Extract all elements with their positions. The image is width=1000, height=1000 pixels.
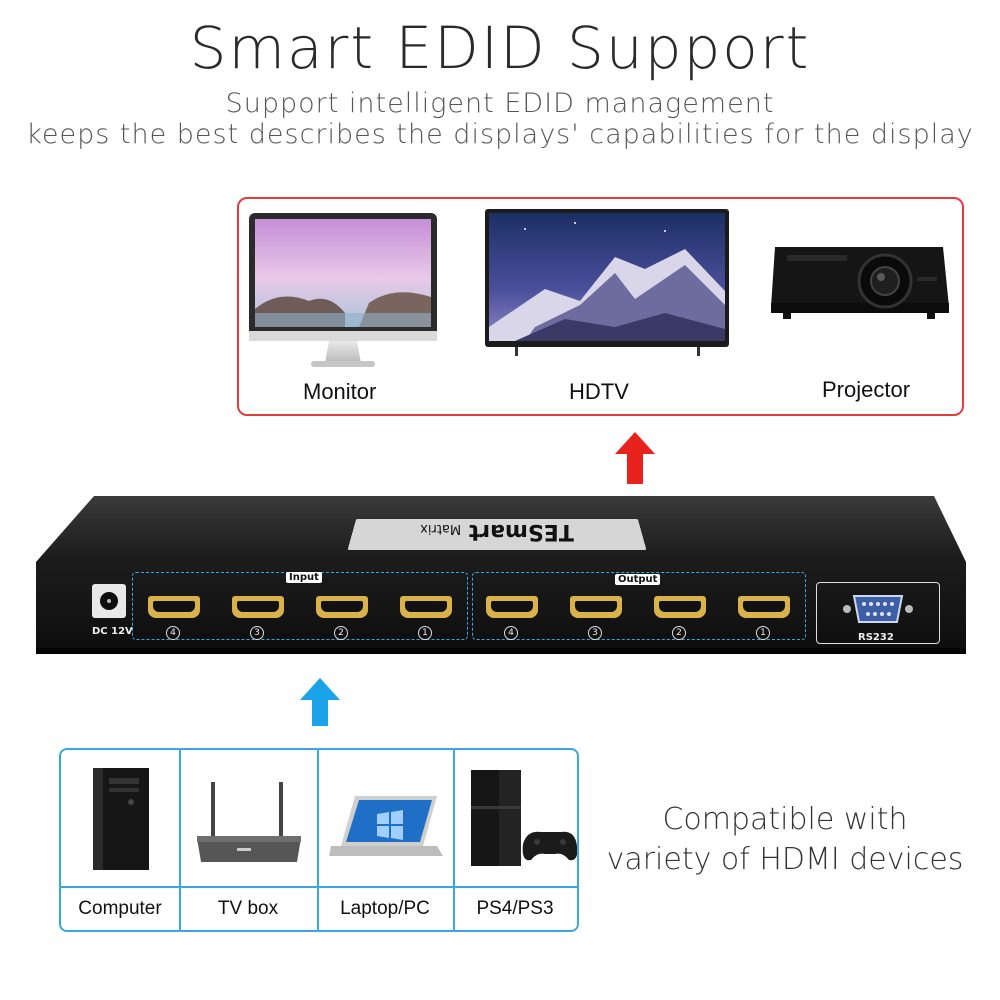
hdmi-socket-icon — [491, 601, 533, 612]
hdmi-socket-icon — [153, 601, 195, 612]
output-port-number: 2 — [672, 626, 686, 640]
source-label-tv-box: TV box — [217, 898, 279, 919]
input-port-number: 3 — [250, 626, 264, 640]
hdmi-socket-icon — [575, 601, 617, 612]
tv-box-icon — [197, 782, 301, 862]
input-hdmi-port-4 — [148, 596, 200, 618]
subtitle-line-1: Support intelligent EDID management — [225, 88, 775, 119]
power-label: DC 12V — [92, 626, 133, 637]
source-label-computer: Computer — [78, 898, 162, 919]
output-port-number: 3 — [588, 626, 602, 640]
monitor-icon — [249, 213, 437, 367]
brand-text: TESmart Matrix — [372, 519, 622, 544]
sources-panel: Computer TV box Laptop/PC PS4/PS3 — [59, 748, 579, 932]
source-label-console: PS4/PS3 — [476, 898, 554, 919]
display-label-projector: Projector — [822, 377, 911, 402]
tv-icon — [485, 209, 729, 356]
output-hdmi-port-1 — [738, 596, 790, 618]
subtitle-line-2: keeps the best describes the displays' c… — [26, 119, 974, 150]
compat-line-1: Compatible with — [662, 802, 908, 837]
serial-port-icon — [843, 595, 913, 623]
divider — [453, 750, 455, 930]
hdmi-socket-icon — [659, 601, 701, 612]
input-port-number: 2 — [334, 626, 348, 640]
input-hdmi-port-3 — [232, 596, 284, 618]
compat-line-2: variety of HDMI devices — [606, 842, 964, 877]
divider — [179, 750, 181, 930]
brand-name: TESmart — [468, 519, 574, 544]
serial-label: RS232 — [858, 632, 894, 643]
input-port-number: 4 — [166, 626, 180, 640]
game-console-icon — [471, 770, 577, 866]
display-label-monitor: Monitor — [303, 379, 377, 404]
display-label-hdtv: HDTV — [569, 379, 629, 404]
hdmi-socket-icon — [321, 601, 363, 612]
power-jack-icon — [92, 584, 126, 618]
input-port-number: 1 — [418, 626, 432, 640]
input-arrow-icon — [300, 678, 340, 700]
input-label: Input — [286, 572, 322, 583]
divider — [317, 750, 319, 930]
input-arrow-stem — [312, 698, 328, 726]
output-hdmi-port-4 — [486, 596, 538, 618]
output-arrow-stem — [627, 452, 643, 484]
output-label: Output — [615, 574, 661, 585]
divider — [61, 886, 577, 888]
source-label-laptop: Laptop/PC — [340, 898, 430, 919]
computer-tower-icon — [93, 768, 149, 870]
input-hdmi-port-2 — [316, 596, 368, 618]
displays-panel: Monitor HDTV Projector — [237, 197, 964, 416]
output-port-group — [472, 572, 806, 640]
rs232-port-group — [816, 582, 940, 644]
output-arrow-icon — [615, 432, 655, 454]
output-hdmi-port-2 — [654, 596, 706, 618]
output-port-number: 1 — [756, 626, 770, 640]
model-name: Matrix — [420, 521, 462, 536]
page-title: Smart EDID Support — [189, 14, 811, 82]
hdmi-socket-icon — [237, 601, 279, 612]
output-hdmi-port-3 — [570, 596, 622, 618]
hdmi-socket-icon — [743, 601, 785, 612]
input-hdmi-port-1 — [400, 596, 452, 618]
laptop-icon — [329, 796, 443, 856]
output-port-number: 4 — [504, 626, 518, 640]
projector-icon — [771, 247, 949, 319]
hdmi-socket-icon — [405, 601, 447, 612]
